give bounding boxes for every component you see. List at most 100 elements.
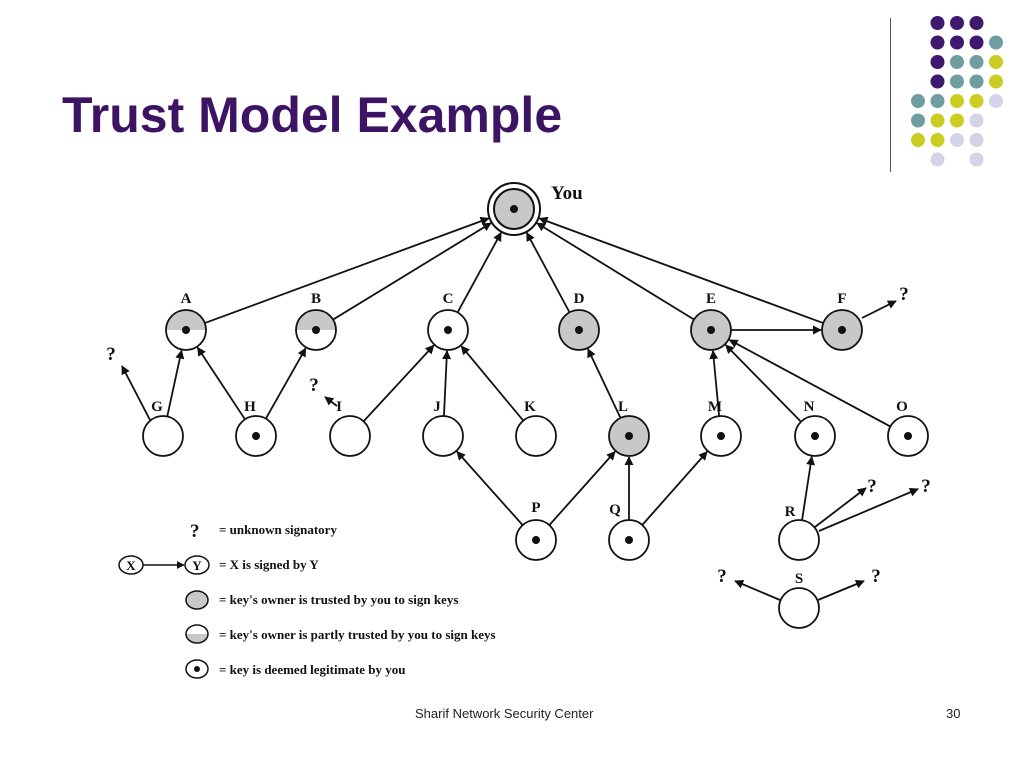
edge-H-to-A [196,346,246,420]
edge-H-to-B [265,347,307,420]
decorative-dot [930,55,945,69]
node-O: O [887,399,929,457]
edge-N-to-E [725,344,802,423]
decorative-dot [950,94,964,108]
node-H: H [235,399,277,457]
edge-P-to-L [548,450,616,526]
node-R: R [778,504,820,561]
node-label-C: C [443,291,454,307]
node-K: K [515,399,557,457]
node-label-P: P [531,500,540,516]
node-Q: Q [608,502,650,561]
edge-D-to-you [525,231,571,313]
decorative-dot [911,133,925,147]
unknown-signatory-mark: ? [871,566,881,587]
decorative-dot [969,35,984,50]
node-label-L: L [618,399,628,415]
unknown-edge-R [818,488,919,532]
decorative-dot [989,94,1003,108]
node-E: E [690,291,732,351]
legend-text-partial: = key's owner is partly trusted by you t… [219,627,496,642]
decorative-dot [969,55,984,69]
node-label-Q: Q [609,502,621,518]
edge-B-to-you [332,222,492,321]
node-B: B [295,291,337,351]
decorative-dot [911,94,925,108]
node-label-A: A [181,291,192,307]
unknown-edge-S [817,579,865,601]
node-label-I: I [336,399,342,415]
unknown-signatory-mark: ? [921,476,931,497]
title-divider [890,18,891,172]
edges-layer [166,216,891,526]
node-I: I [329,399,371,457]
decorative-dot [950,35,964,50]
decorative-dot [930,133,945,147]
legend-y-label: Y [192,558,202,573]
decorative-dot [969,113,984,128]
decorative-dot [930,113,945,128]
node-label-B: B [311,291,321,307]
edge-R-to-N [801,455,816,521]
edge-K-to-C [460,345,524,422]
footer-text: Sharif Network Security Center [415,706,594,721]
decorative-dot [989,74,1003,89]
legend-question-mark: ? [190,521,200,542]
edge-J-to-C [442,350,452,417]
decorative-dot [969,133,984,147]
node-label-D: D [574,291,585,307]
decorative-dot [950,113,964,128]
decorative-dot [950,74,964,89]
node-label-O: O [896,399,908,415]
edge-A-to-you [204,216,490,324]
node-G: G [142,399,184,457]
node-S: S [778,571,820,629]
legend-text-trusted: = key's owner is trusted by you to sign … [219,592,458,607]
node-label-S: S [795,571,803,587]
unknown-edge-G [121,365,151,421]
node-F: F [821,291,863,351]
edge-G-to-A [166,349,185,417]
edge-M-to-E [709,350,721,417]
edge-L-to-D [587,348,622,419]
unknown-signatories: ??????? [106,284,931,601]
legend-text-legit: = key is deemed legitimate by you [219,662,406,677]
edge-O-to-E [728,339,891,428]
legend-text-unknown: = unknown signatory [219,522,337,537]
edge-C-to-you [456,231,502,313]
unknown-signatory-mark: ? [309,375,319,396]
decorative-dot [930,35,945,50]
decorative-dot [950,16,964,30]
node-M: M [700,399,742,457]
node-label-F: F [837,291,846,307]
node-L: L [608,399,650,457]
decorative-dot [930,74,945,89]
decorative-dot [930,94,945,108]
node-label-N: N [804,399,815,415]
page-number: 30 [946,706,961,721]
node-label-you: You [551,183,583,204]
edge-Q-to-M [641,451,708,526]
legend-x-label: X [126,558,136,573]
unknown-edge-I [324,396,338,407]
decorative-dot [950,55,964,69]
node-C: C [427,291,469,351]
node-label-H: H [244,399,256,415]
node-label-K: K [524,399,536,415]
legend: ? = unknown signatory X Y = X is signed … [118,521,496,679]
decorative-dot [969,152,984,167]
node-label-M: M [708,399,722,415]
node-label-G: G [151,399,163,415]
edge-I-to-C [362,344,435,422]
edge-P-to-J [456,450,524,526]
unknown-edge-S [734,580,781,601]
slide-title: Trust Model Example [62,87,563,143]
unknown-signatory-mark: ? [867,476,877,497]
decorative-dot [930,152,945,167]
legend-partial-symbol [185,624,209,644]
unknown-edge-F [861,300,897,319]
node-J: J [422,399,464,457]
node-label-J: J [433,399,441,415]
legend-text-signed: = X is signed by Y [219,557,319,572]
